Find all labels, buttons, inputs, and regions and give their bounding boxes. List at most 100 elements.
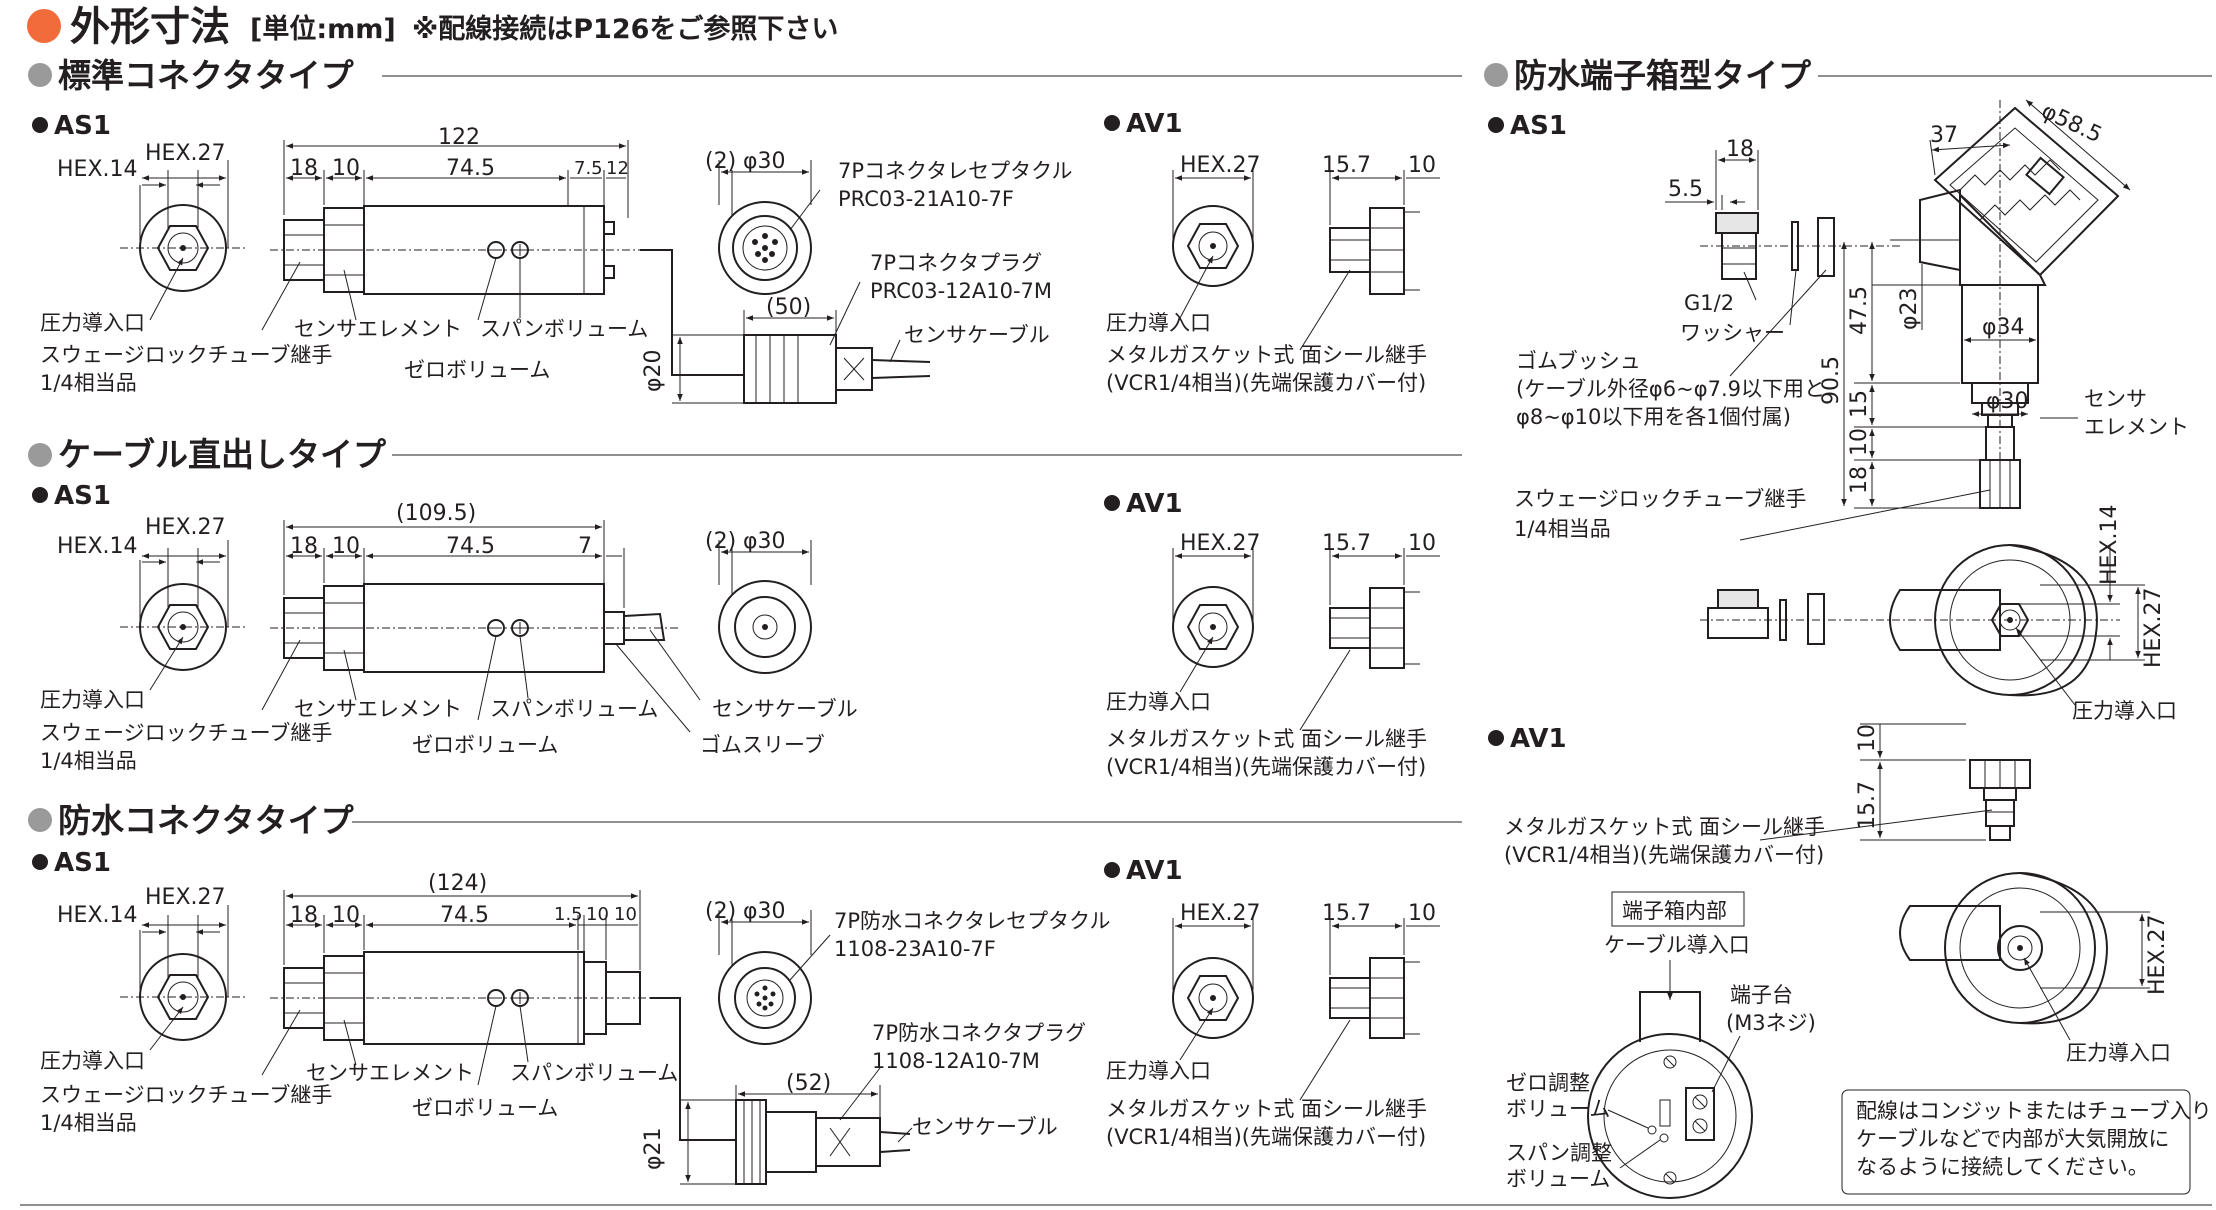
wpc-as1-drawing: AS1 HEX.14 HEX.27 圧力導入口 スウェージロックチューブ継手 1… [32,848,1111,1185]
grommet-note1: (ケーブル外径φ6~φ7.9以下用と [1516,377,1825,401]
section-waterproof-connector-header: 防水コネクタタイプ [28,801,1462,840]
dim-15-7: 15.7 [1322,901,1371,926]
dim-2: (2) [705,899,736,924]
hex14-label: HEX.14 [57,534,138,559]
span-adjust-label-1: スパン調整 [1506,1141,1612,1165]
swagelok-eq-label: 1/4相当品 [40,371,137,395]
section-cable-header: ケーブル直出しタイプ [28,435,1462,474]
plug-label: 7P防水コネクタプラグ [872,1021,1086,1045]
model-bullet-icon [32,117,48,133]
dim-12: 12 [606,158,629,179]
front-view: HEX.27 圧力導入口 メタルガスケット式 面シール継手 (VCR1/4相当)… [1106,901,1427,1149]
wpc-av1-drawing: AV1 HEX.27 圧力導入口 メタルガスケット式 面シール継手 (VCR1/… [1104,856,1440,1149]
model-bullet-icon [32,487,48,503]
front-view: HEX.14 HEX.27 圧力導入口 スウェージロックチューブ継手 1/4相当… [40,515,332,773]
model-bullet-icon [1104,862,1120,878]
vcr-label: (VCR1/4相当)(先端保護カバー付) [1106,371,1426,395]
wiring-note-line2: ケーブルなどで内部が大気開放に [1856,1127,2169,1151]
dim-10: 10 [1847,428,1872,456]
dim-phi30: φ30 [743,899,786,924]
front-view: HEX.14 HEX.27 圧力導入口 スウェージロックチューブ継手 1/4相当… [40,141,332,395]
swagelok-label: スウェージロックチューブ継手 [40,343,332,367]
dim-phi30: φ30 [743,529,786,554]
dim-7-5: 7.5 [574,158,603,179]
dim-37: 37 [1930,123,1958,148]
model-bullet-icon [32,854,48,870]
section-bullet-icon [28,63,52,87]
front-view: HEX.14 HEX.27 圧力導入口 スウェージロックチューブ継手 1/4相当… [40,885,332,1135]
metal-gasket-label: メタルガスケット式 面シール継手 [1106,1097,1427,1121]
receptacle-label: 7P防水コネクタレセプタクル [834,909,1111,933]
hex27-label: HEX.27 [1180,901,1261,926]
box-as1-drawing: AS1 18 5.5 G1/2 ワッシャー ゴムブッシュ (ケーブル外径φ6~φ… [1488,99,2189,723]
wiring-note-line1: 配線はコンジットまたはチューブ入り [1856,1099,2212,1123]
zero-adjust-label-1: ゼロ調整 [1506,1071,1590,1095]
terminal-label-2: (M3ネジ) [1726,1011,1816,1035]
standard-as1-drawing: AS1 HEX.14 HEX.27 圧力導入口 スウェージロックチューブ継手 1… [32,111,1073,404]
wiring-note: ※配線接続はP126をご参照下さい [412,13,838,45]
model-label: AS1 [54,848,111,878]
section-title: ケーブル直出しタイプ [58,435,387,474]
grommet-note2: φ8~φ10以下用を各1個付属) [1516,405,1791,429]
header-bullet-icon [27,9,61,43]
sensor-element-label: センサエレメント [294,317,462,341]
hex27-label: HEX.27 [145,515,226,540]
model-label: AV1 [1510,724,1567,754]
dim-18: 18 [1726,137,1754,162]
span-adjust-label-2: ボリューム [1506,1167,1610,1191]
side-view: (109.5) 18 10 74.5 7 センサエレメント スパンボリューム ゼ… [261,501,858,757]
dim-7: 7 [578,534,592,559]
section-standard-header: 標準コネクタタイプ [28,56,1462,95]
model-label: AV1 [1126,109,1183,139]
connector-view: (2) φ30 7Pコネクタレセプタクル PRC03-21A10-7F (50)… [640,149,1073,404]
plug-diameter: φ20 [641,349,666,392]
swagelok-eq-label: 1/4相当品 [40,749,137,773]
pressure-port-label: 圧力導入口 [1106,311,1211,335]
sensor-element-label: センサエレメント [294,697,462,721]
hex27-label: HEX.27 [1180,531,1261,556]
connector-view: (2) φ30 7P防水コネクタレセプタクル 1108-23A10-7F (52… [641,899,1111,1185]
receptacle-label: 7Pコネクタレセプタクル [838,159,1073,183]
hex14-label: HEX.14 [57,157,138,182]
model-bullet-icon [1104,115,1120,131]
sensor-label-2: エレメント [2084,415,2189,439]
unit-label: [単位:mm] [250,13,396,45]
swagelok-label: スウェージロックチューブ継手 [40,721,332,745]
av1-dim-10: 10 [1855,724,1880,752]
section-title: 防水端子箱型タイプ [1514,56,1812,95]
end-view: (2) φ30 [705,529,812,674]
page-header: 外形寸法 [単位:mm] ※配線接続はP126をご参照下さい [27,4,838,50]
fitting-parts: 18 5.5 G1/2 ワッシャー ゴムブッシュ (ケーブル外径φ6~φ7.9以… [1516,137,1900,429]
section-bullet-icon [28,443,52,467]
plug-label: 7Pコネクタプラグ [870,251,1042,275]
dim-18v: 18 [1847,466,1872,494]
span-volume-label: スパンボリューム [480,317,648,341]
dim-47-5: 47.5 [1847,286,1872,335]
dim-18: 18 [290,156,318,181]
hex27-label: HEX.27 [2145,914,2170,995]
dim-15: 15 [1847,390,1872,418]
metal-gasket-label: メタルガスケット式 面シール継手 [1504,815,1825,839]
dim-phi58-5: φ58.5 [2037,99,2105,148]
hex27-label: HEX.27 [2141,587,2166,668]
swagelok-label: スウェージロックチューブ継手 [1514,487,1806,511]
dim-2: (2) [705,149,736,174]
dim-2: (2) [705,529,736,554]
receptacle-no: PRC03-21A10-7F [838,187,1014,211]
av1-dim-15-7: 15.7 [1855,781,1880,830]
page-title: 外形寸法 [70,4,230,50]
plug-length: (52) [786,1071,831,1096]
vcr-label: (VCR1/4相当)(先端保護カバー付) [1106,755,1426,779]
dim-phi23: φ23 [1897,287,1922,330]
av1-side-view: 10 15.7 メタルガスケット式 面シール継手 (VCR1/4相当)(先端保護… [1504,723,2031,867]
sensor-cable-label: センサケーブル [712,697,858,721]
hex14-label: HEX.14 [2097,504,2122,585]
dim-total: (124) [428,871,487,896]
pressure-port-label: 圧力導入口 [1106,690,1211,714]
metal-gasket-label: メタルガスケット式 面シール継手 [1106,343,1427,367]
g12-label: G1/2 [1684,291,1734,315]
side-view: 15.7 10 [1299,531,1440,731]
model-label: AS1 [54,481,111,511]
section-waterproof-box-header: 防水端子箱型タイプ [1484,56,2212,95]
